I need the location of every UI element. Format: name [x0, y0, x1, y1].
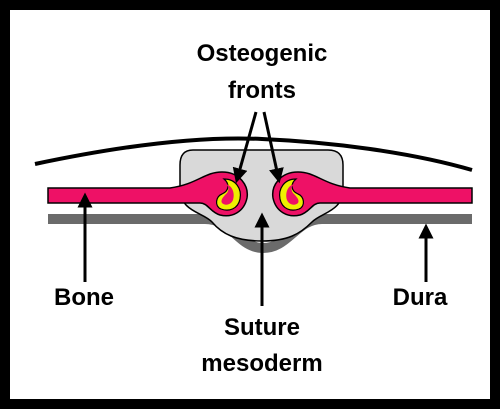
left-bone-plate: [48, 172, 247, 216]
dura-label: Dura: [393, 284, 448, 311]
bone-label: Bone: [54, 284, 114, 311]
osteogenic-label-line1: Osteogenic: [197, 40, 328, 67]
suture-label-line1: Suture: [224, 314, 300, 341]
suture-label-line2: mesoderm: [201, 350, 322, 377]
osteogenic-label-line2: fronts: [228, 77, 296, 104]
right-bone-plate: [273, 172, 472, 216]
